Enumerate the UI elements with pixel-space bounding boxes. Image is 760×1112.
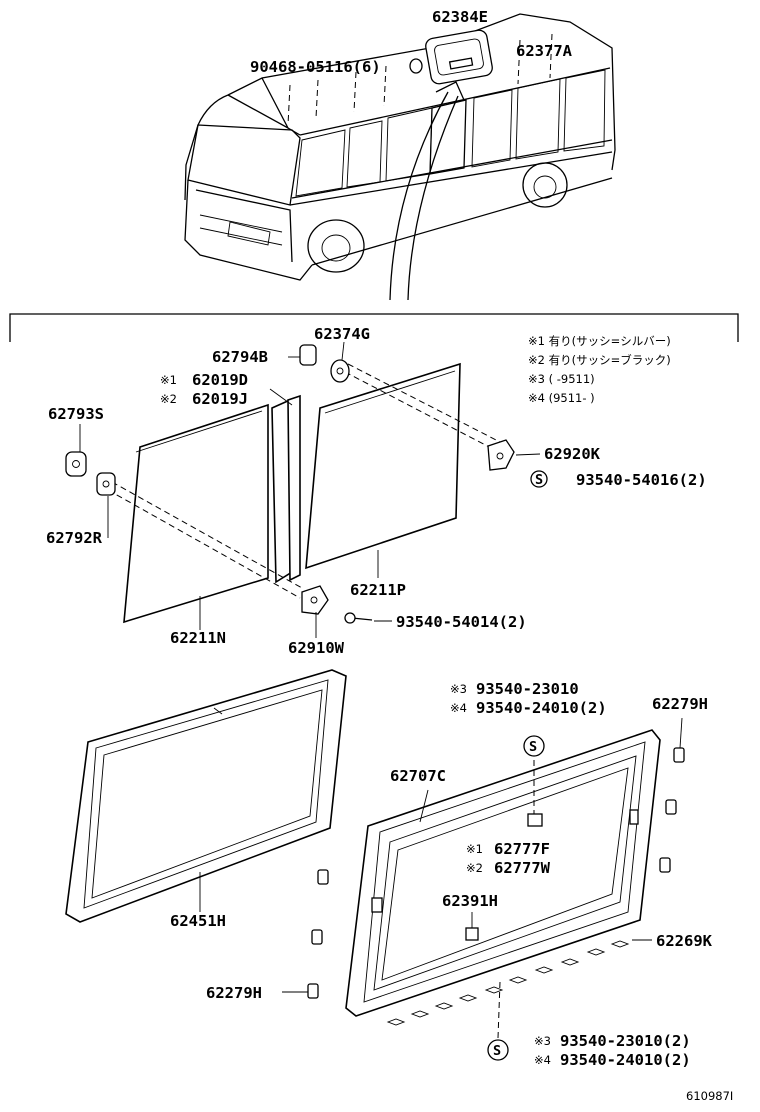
label-90468-05116: 90468-05116(6) (250, 58, 381, 76)
weatherstrip-62451h (65, 669, 347, 923)
mark-4-bottom: ※4 (534, 1053, 551, 1067)
mark-2-62019j: ※2 (160, 392, 177, 406)
mark-1-62777f: ※1 (466, 842, 483, 856)
van-illustration (184, 13, 616, 301)
label-62777w: 62777W (494, 859, 551, 877)
label-93540-54016: 93540-54016(2) (576, 471, 707, 489)
part-labels: 62384E 62377A 90468-05116(6) 62374G 6279… (46, 8, 733, 1103)
label-62707c: 62707C (390, 767, 446, 785)
label-93540-54014: 93540-54014(2) (396, 613, 527, 631)
label-62910w: 62910W (288, 639, 345, 657)
label-93540-24010-bottom: 93540-24010(2) (560, 1051, 691, 1069)
label-93540-24010-top: 93540-24010(2) (476, 699, 607, 717)
section-bracket (9, 313, 739, 342)
label-62384e: 62384E (432, 8, 488, 26)
label-62211p: 62211P (350, 581, 406, 599)
legend-note-2: ※2 有り(サッシ=ブラック) (528, 353, 671, 367)
legend-note-4: ※4 (9511- ) (528, 391, 595, 405)
label-62279h-bottom: 62279H (206, 984, 262, 1002)
label-62019j: 62019J (192, 390, 248, 408)
label-62019d: 62019D (192, 371, 248, 389)
label-62451h: 62451H (170, 912, 226, 930)
screw-symbol-top: S (529, 739, 537, 755)
mark-1-62019d: ※1 (160, 373, 177, 387)
mark-3-bottom: ※3 (534, 1034, 551, 1048)
legend: ※1 有り(サッシ=シルバー) ※2 有り(サッシ=ブラック) ※3 ( -95… (528, 334, 671, 405)
figure-number: 610987I (686, 1089, 733, 1103)
label-93540-23010-top: 93540-23010 (476, 680, 579, 698)
legend-note-1: ※1 有り(サッシ=シルバー) (528, 334, 671, 348)
sliding-window-assembly (65, 341, 541, 638)
label-62792r: 62792R (46, 529, 103, 547)
legend-note-3: ※3 ( -9511) (528, 372, 595, 386)
label-93540-23010-bottom: 93540-23010(2) (560, 1032, 691, 1050)
label-62211n: 62211N (170, 629, 226, 647)
label-62794b: 62794B (212, 348, 268, 366)
label-62279h-top: 62279H (652, 695, 708, 713)
mark-3-top: ※3 (450, 682, 467, 696)
label-62777f: 62777F (494, 840, 550, 858)
window-frame-62707c: S S S (282, 470, 685, 1061)
label-62377a: 62377A (516, 42, 573, 60)
label-62269k: 62269K (656, 932, 713, 950)
screw-symbol-mid: S (535, 472, 543, 488)
mark-4-top: ※4 (450, 701, 467, 715)
mark-2-62777w: ※2 (466, 861, 483, 875)
label-62374g: 62374G (314, 325, 370, 343)
label-62391h: 62391H (442, 892, 498, 910)
label-62793s: 62793S (48, 405, 104, 423)
screw-symbol-bottom: S (493, 1043, 501, 1059)
label-62920k: 62920K (544, 445, 601, 463)
